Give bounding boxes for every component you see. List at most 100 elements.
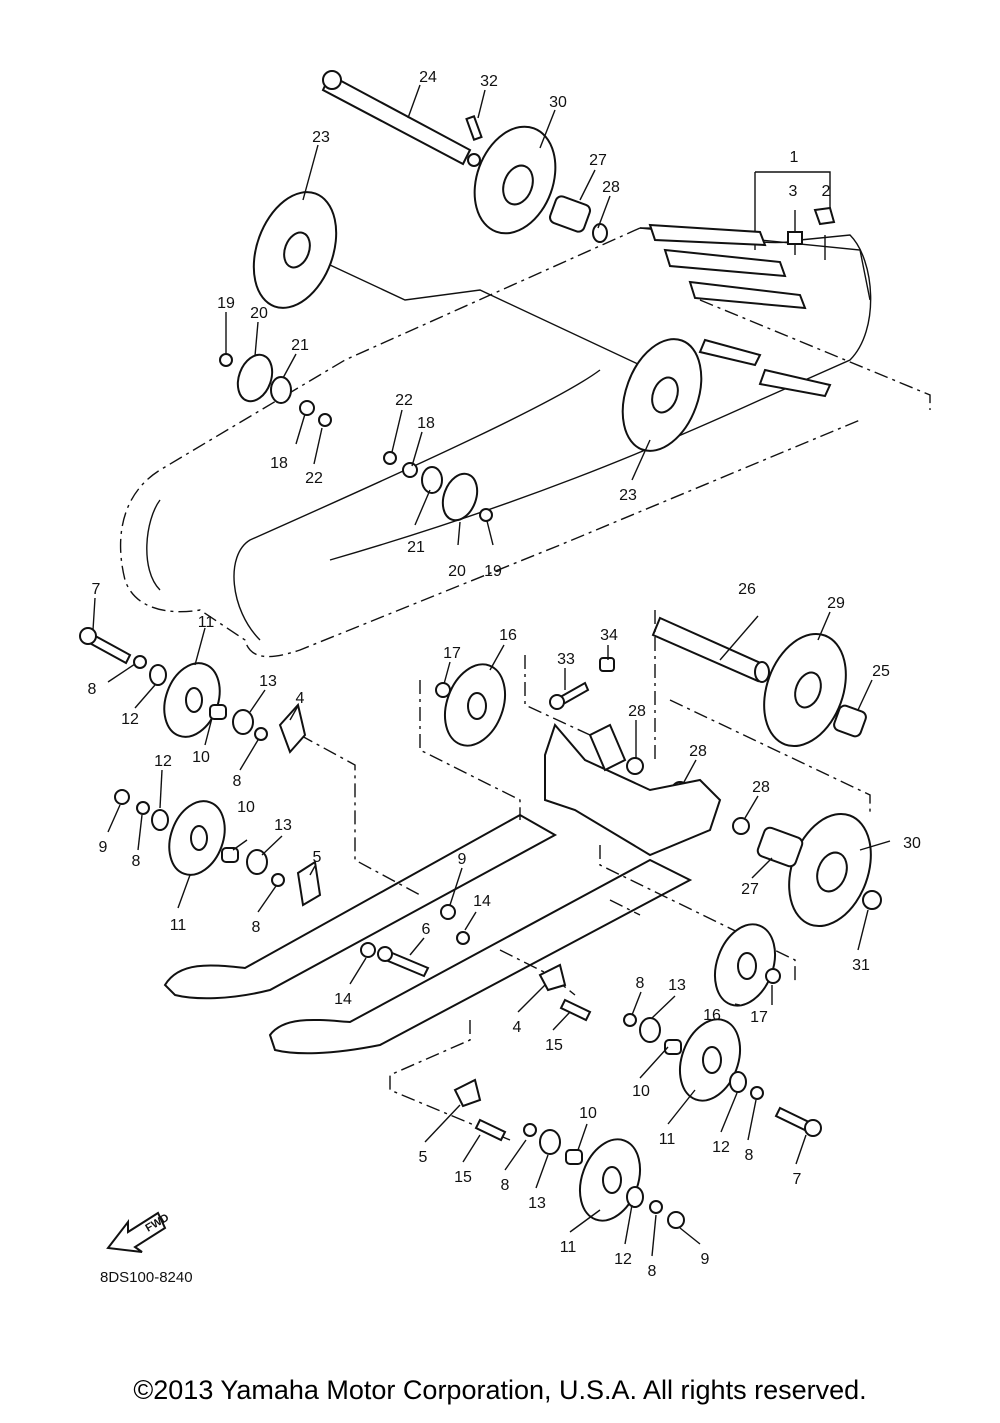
callout: 12 [712,1139,730,1156]
callout: 19 [484,563,502,580]
callout: 8 [252,919,261,936]
callout: 10 [632,1083,650,1100]
callout: 18 [270,455,288,472]
callout: 28 [602,179,620,196]
callout: 33 [557,651,575,668]
callout: 25 [872,663,890,680]
callout: 8 [745,1147,754,1164]
callout: 8 [648,1263,657,1280]
callout: 14 [334,991,352,1008]
callout: 21 [407,539,425,556]
callout: 27 [741,881,759,898]
fwd-arrow-icon: FWD [106,1211,171,1253]
callout: 16 [703,1007,721,1024]
callout: 17 [443,645,461,662]
callout: 24 [419,69,437,86]
callout: 32 [480,73,498,90]
idler-stack-11-upper [79,627,307,754]
callout: 13 [528,1195,546,1212]
callout: 10 [237,799,255,816]
callout-labels: 1 2 3 24 32 30 27 28 23 19 20 21 18 22 2… [88,69,921,1280]
callout: 11 [560,1239,577,1256]
track-belt [119,227,931,658]
callout: 28 [628,703,646,720]
callout: 28 [689,743,707,760]
callout: 9 [701,1251,710,1268]
callout: 22 [305,470,323,487]
callout: 20 [448,563,466,580]
callout: 15 [545,1037,563,1054]
wheel-30-upper [473,125,557,235]
drawing-code: 8DS100-8240 [100,1269,193,1286]
callout: 12 [154,753,172,770]
callout: 30 [549,94,567,111]
callout: 5 [313,849,322,866]
idler-stack-11-lower [114,789,322,907]
wheel-23-lower [621,338,703,452]
callout: 9 [99,839,108,856]
callout: 11 [170,917,187,934]
callout: 8 [88,681,97,698]
callout: 29 [827,595,845,612]
callout: 13 [668,977,686,994]
callout: 20 [250,305,268,322]
callout: 10 [192,749,210,766]
idler-16-upper [435,663,506,747]
callout: 10 [579,1105,597,1122]
callout: 6 [422,921,431,938]
callout: 8 [501,1177,510,1194]
callout: 27 [589,152,607,169]
center-fasteners [360,904,470,978]
track-clip-group [648,171,836,398]
callout: 16 [499,627,517,644]
collar-27-upper [548,195,608,243]
callout: 7 [92,581,101,598]
callout: 4 [296,690,305,707]
callout: 17 [750,1009,768,1026]
callout: 11 [198,614,215,631]
track-clip-3 [787,231,803,245]
callout: 1 [790,149,799,166]
callout: 23 [312,129,330,146]
collar-27-lower [756,826,804,868]
callout: 18 [417,415,435,432]
slide-rail-left [163,813,693,1055]
callout: 8 [132,853,141,870]
callout: 15 [454,1169,472,1186]
callout: 22 [395,392,413,409]
callout: 26 [738,581,756,598]
callout: 21 [291,337,309,354]
nut-31 [862,890,882,910]
idler-stack-11-bottom [453,1078,685,1229]
callout: 9 [458,851,467,868]
cross-shaft-bracket [544,723,722,857]
wheel-23-upper [252,191,338,309]
bearing-set-center [383,451,493,522]
callout: 8 [233,773,242,790]
callout: 28 [752,779,770,796]
callout: 14 [473,893,491,910]
shaft-26 [651,616,770,683]
callout: 5 [419,1149,428,1166]
idler-16-lower [714,923,781,1007]
collar-25 [833,704,867,738]
callout: 7 [793,1171,802,1188]
callout: 3 [789,183,798,200]
track-clip-2 [813,206,836,226]
callout: 12 [121,711,139,728]
callout: 13 [274,817,292,834]
callout: 31 [852,957,870,974]
wheel-29 [763,632,847,748]
callout: 34 [600,627,618,644]
callout: 30 [903,835,921,852]
callout: 11 [659,1131,676,1148]
idler-stack-11-right [538,963,822,1137]
bolt-33-nut-34 [549,657,615,710]
callout: 19 [217,295,235,312]
callout: 13 [259,673,277,690]
callout: 4 [513,1019,522,1036]
track-lugs [648,223,832,398]
axle-shaft-24 [321,70,483,167]
bearing-set-left [219,353,332,427]
